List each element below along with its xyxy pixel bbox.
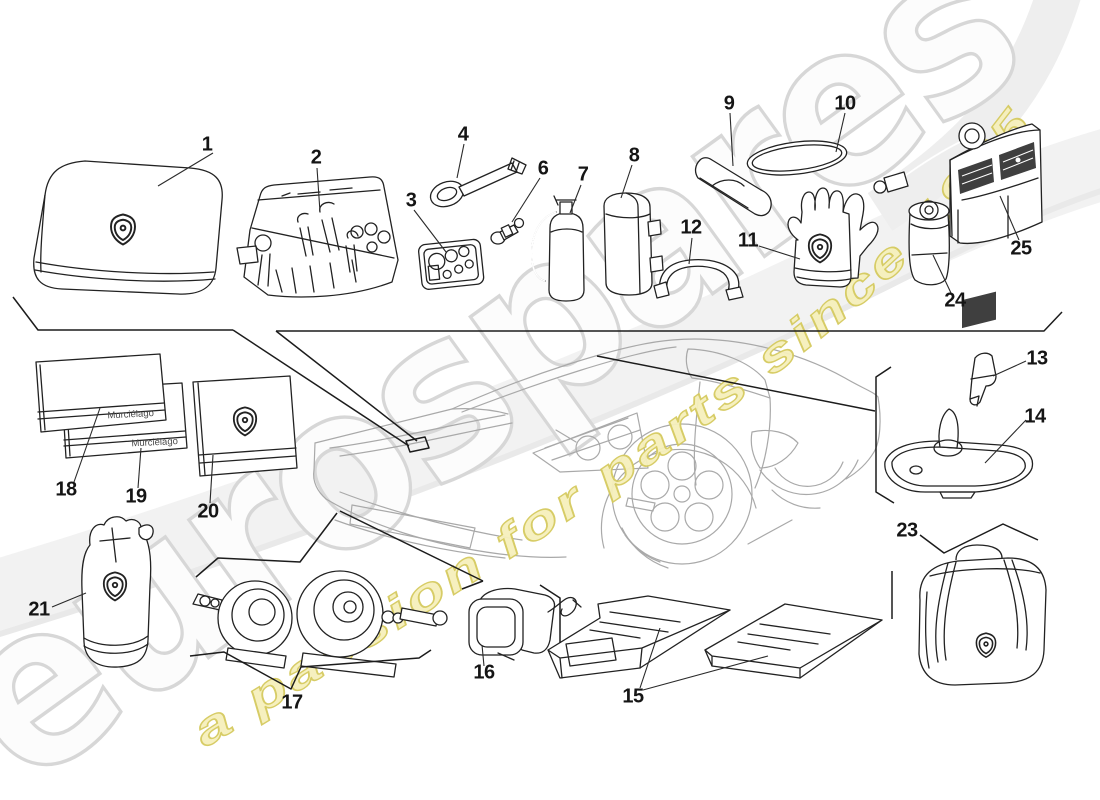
sealant-can-drawing [908,200,950,286]
callout-9: 9 [723,92,735,115]
callout-10: 10 [834,92,856,115]
callout-leader-lines [51,112,1027,691]
callout-23: 23 [896,519,918,542]
duffel-bag-drawing [81,516,154,668]
callout-15: 15 [622,685,644,708]
callout-20: 20 [197,500,219,523]
wedge-tool-drawing [694,157,772,217]
callout-14: 14 [1024,405,1046,428]
manual-cover-title: Murciélago [107,408,154,421]
bulb-kit-drawing [418,238,485,290]
tow-hook-drawing [429,157,527,208]
callout-4: 4 [457,123,469,146]
seal-ring-drawing [746,140,848,176]
document-wallets-drawing [547,595,883,679]
callout-25: 25 [1010,237,1032,260]
mesh-panel [962,291,996,329]
handbook-drawing [192,375,298,477]
travel-case-drawing [918,544,1047,686]
callout-17: 17 [281,691,303,714]
callout-8: 8 [628,144,640,167]
callout-13: 13 [1026,347,1048,370]
callout-2: 2 [310,146,322,169]
callout-11: 11 [737,229,759,252]
interior-mirror-drawing [884,408,1034,499]
strap-handle-drawing [653,258,744,301]
callout-3: 3 [405,189,417,212]
tool-roll-drawing [236,176,399,298]
callout-18: 18 [55,478,77,501]
group-leader-lines [12,296,1063,690]
callout-24: 24 [944,289,966,312]
gloves-drawing [787,187,879,288]
mirror-cover-drawing [969,352,997,407]
compressor-kit-drawing [873,122,1043,329]
horns-drawing [192,570,448,678]
car-outline-drawing [313,338,881,569]
alarm-siren-drawing [468,587,582,661]
callout-21: 21 [28,598,50,621]
callout-1: 1 [201,133,213,156]
extinguisher-holder-drawing [603,192,664,296]
tool-pouch-drawing [33,160,223,295]
callout-6: 6 [537,157,549,180]
callout-19: 19 [125,485,147,508]
callout-16: 16 [473,661,495,684]
socket-adapter-drawing [490,217,525,245]
manual-cover-title: Murciélago [131,436,178,449]
fire-extinguisher-drawing [530,195,585,302]
callout-12: 12 [680,216,702,239]
owners-manual-1-drawing: Murciélago [35,353,167,433]
callout-7: 7 [577,163,589,186]
